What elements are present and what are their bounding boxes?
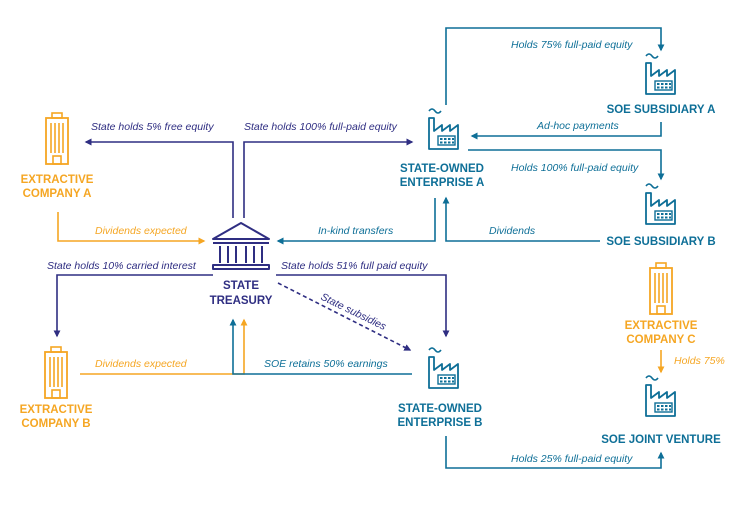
extractive-c-label-line1: EXTRACTIVE [625,320,698,332]
edge-label-treasury-to-soe-b: State holds 51% full paid equity [281,260,428,272]
edge-label-extractive-b-to-treasury: Dividends expected [95,358,188,370]
edge-soe-b-to-joint-venture [445,436,665,469]
factory-icon [645,375,676,417]
office-tower-icon [649,262,673,315]
node-soe-subsidiary-b: SOE SUBSIDIARY B [606,183,716,248]
office-tower-icon [44,346,68,399]
factory-icon [428,347,459,389]
soe-subsidiary-b-label: SOE SUBSIDIARY B [606,236,715,248]
node-soe-a: STATE-OWNED ENTERPRISE A [400,108,485,189]
soe-joint-venture-label: SOE JOINT VENTURE [601,434,721,446]
extractive-b-label-line2: COMPANY B [21,418,90,430]
state-treasury-label-line2: TREASURY [210,295,273,307]
node-soe-joint-venture: SOE JOINT VENTURE [601,375,721,446]
edge-label-subsidiary-a-to-soe-a: Ad-hoc payments [536,120,619,132]
edge-label-treasury-subsidies: State subsidies [319,291,389,333]
edge-label-soe-b-to-joint-venture: Holds 25% full-paid equity [511,453,633,465]
node-soe-subsidiary-a: SOE SUBSIDIARY A [607,53,716,116]
soe-b-label-line2: ENTERPRISE B [398,417,483,429]
edge-treasury-to-extractive-b [53,274,213,338]
bank-building-icon [212,222,270,270]
soe-a-label-line1: STATE-OWNED [400,163,484,175]
soe-subsidiary-a-label: SOE SUBSIDIARY A [607,104,716,116]
node-extractive-a: EXTRACTIVE COMPANY A [21,112,94,200]
extractive-a-label-line1: EXTRACTIVE [21,174,94,186]
node-soe-b: STATE-OWNED ENTERPRISE B [398,347,483,429]
factory-icon [645,53,676,95]
soe-a-label-line2: ENTERPRISE A [400,177,485,189]
edge-label-soe-a-to-subsidiary-a: Holds 75% full-paid equity [511,39,633,51]
edge-label-extractive-a-to-treasury: Dividends expected [95,225,188,237]
edge-soe-a-to-subsidiary-a [445,27,665,105]
office-tower-icon [45,112,69,165]
edge-soe-a-to-treasury [276,198,436,245]
edge-label-soe-a-to-treasury: In-kind transfers [318,225,394,237]
edge-label-treasury-to-soe-a: State holds 100% full-paid equity [244,121,398,133]
node-extractive-b: EXTRACTIVE COMPANY B [20,346,93,430]
edge-extractive-a-to-treasury [57,212,206,245]
edge-label-soe-b-to-treasury: SOE retains 50% earnings [264,358,388,370]
extractive-b-label-line1: EXTRACTIVE [20,404,93,416]
node-extractive-c: EXTRACTIVE COMPANY C [625,262,698,346]
edge-label-soe-a-to-subsidiary-b: Holds 100% full-paid equity [511,162,639,174]
edge-treasury-to-soe-b [276,274,450,338]
extractive-a-label-line2: COMPANY A [23,188,92,200]
edge-treasury-subsidies [277,282,412,351]
edge-label-extractive-c-to-joint-venture: Holds 75% [674,355,725,367]
edge-subsidiary-b-to-soe-a [442,196,600,242]
factory-icon [645,183,676,225]
node-state-treasury: STATE TREASURY [210,222,273,307]
state-treasury-label-line1: STATE [223,280,259,292]
edge-treasury-to-extractive-a [84,138,234,218]
edge-subsidiary-a-to-soe-a [470,122,662,140]
edge-treasury-to-soe-a [243,138,414,218]
edge-soe-a-to-subsidiary-b [468,149,665,181]
soe-b-label-line1: STATE-OWNED [398,403,482,415]
edge-label-treasury-to-extractive-b: State holds 10% carried interest [47,260,197,272]
extractive-c-label-line2: COMPANY C [626,334,695,346]
edge-label-treasury-to-extractive-a: State holds 5% free equity [91,121,214,133]
factory-icon [428,108,459,150]
edge-label-subsidiary-b-to-soe-a: Dividends [489,225,536,237]
edge-soe-b-to-treasury [229,318,412,375]
